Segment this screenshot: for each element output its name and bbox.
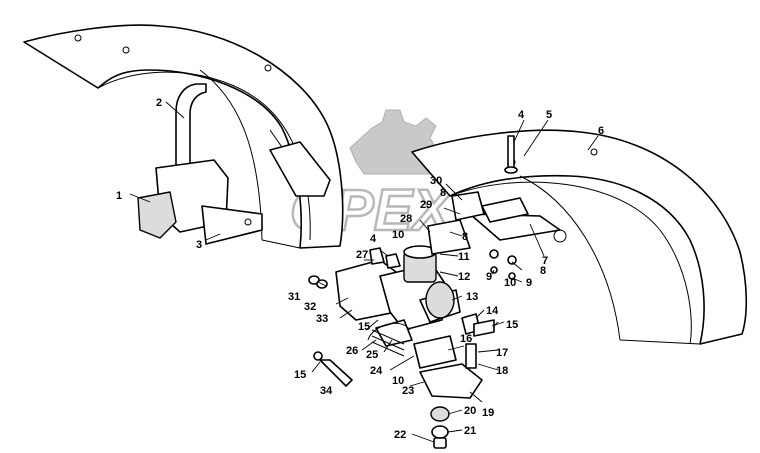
callout-10a: 10 (392, 229, 404, 241)
callout-5: 5 (546, 109, 552, 121)
callout-4a: 4 (518, 109, 525, 121)
callout-12: 12 (458, 271, 470, 283)
callout-7: 7 (542, 255, 548, 267)
callout-28: 28 (400, 213, 412, 225)
left-fender (23, 24, 344, 249)
callout-29: 29 (420, 199, 432, 211)
callout-24: 24 (370, 365, 383, 377)
callout-9a: 9 (486, 271, 492, 283)
callout-30: 30 (430, 175, 442, 187)
callout-labels: 1 2 3 4 5 6 7 8 8 8 9 9 10 10 10 11 12 1… (116, 97, 604, 441)
callout-13: 13 (466, 291, 478, 303)
callout-3: 3 (196, 239, 202, 251)
callout-10c: 10 (392, 375, 404, 387)
callout-22: 22 (394, 429, 406, 441)
callout-4b: 4 (370, 233, 377, 245)
callout-14: 14 (486, 305, 499, 317)
callout-15b: 15 (358, 321, 370, 333)
callout-8b: 8 (462, 231, 468, 243)
callout-26: 26 (346, 345, 358, 357)
center-bracket-assembly (308, 135, 529, 449)
leader-lines (129, 101, 599, 443)
callout-27: 27 (356, 249, 368, 261)
callout-17: 17 (496, 347, 508, 359)
callout-25: 25 (366, 349, 378, 361)
mirror-arm (137, 83, 263, 245)
callout-15c: 15 (294, 369, 306, 381)
callout-15a: 15 (506, 319, 518, 331)
callout-33: 33 (316, 313, 328, 325)
callout-31: 31 (288, 291, 300, 303)
callout-16: 16 (460, 333, 472, 345)
callout-32: 32 (304, 301, 316, 313)
callout-9b: 9 (526, 277, 532, 289)
callout-2: 2 (156, 97, 162, 109)
callout-34: 34 (320, 385, 333, 397)
callout-18: 18 (496, 365, 508, 377)
callout-8c: 8 (540, 265, 546, 277)
callout-20: 20 (464, 405, 476, 417)
callout-23: 23 (402, 385, 414, 397)
callout-1: 1 (116, 190, 122, 202)
callout-6: 6 (598, 125, 604, 137)
callout-11: 11 (458, 251, 470, 263)
callout-21: 21 (464, 425, 476, 437)
callout-10b: 10 (504, 277, 516, 289)
callout-19: 19 (482, 407, 494, 419)
callout-8a: 8 (440, 187, 446, 199)
right-fender (411, 129, 748, 345)
